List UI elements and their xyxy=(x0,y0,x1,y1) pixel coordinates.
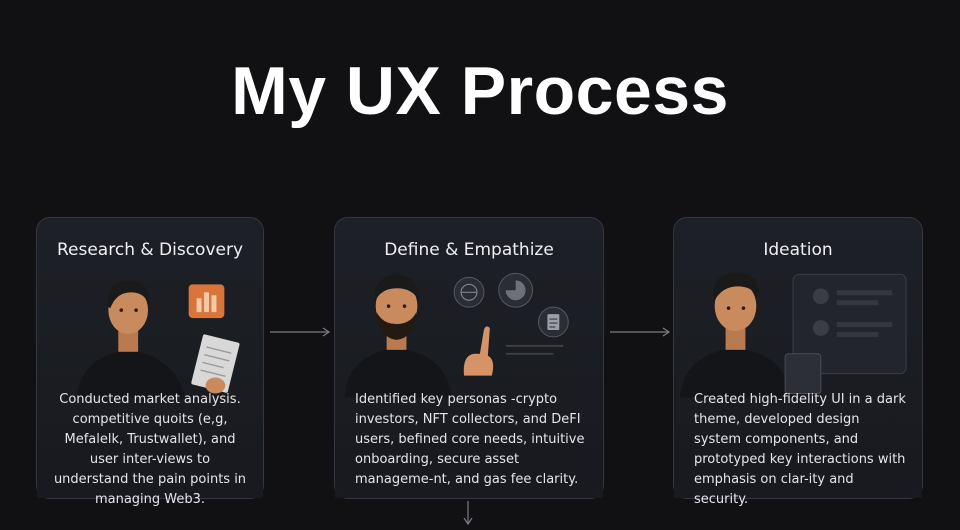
step-description: Conducted market analysis. competitive q… xyxy=(53,392,247,507)
step-description: Created high-fidelity UI in a dark theme… xyxy=(694,392,906,507)
globe-icon xyxy=(453,276,485,308)
step-card-ideation: Ideation Created high-fidelity UI in a d… xyxy=(673,217,923,507)
researcher-illustration xyxy=(76,280,240,398)
bar-chart-icon xyxy=(188,284,225,319)
persona-illustration xyxy=(344,272,569,398)
step-title: Define & Empathize xyxy=(384,240,554,260)
arrow-right-icon xyxy=(610,327,671,337)
arrow-right-icon xyxy=(270,327,331,337)
step-card-research: Research & Discovery Conducted xyxy=(36,217,264,507)
chart-pie-icon xyxy=(498,272,534,308)
step-card-define: Define & Empathize xyxy=(334,217,604,499)
designer-illustration xyxy=(679,272,907,398)
step-title: Research & Discovery xyxy=(56,240,244,260)
arrow-down-icon xyxy=(463,501,473,526)
step-description: Identified key personas -crypto investor… xyxy=(355,392,585,487)
step-title: Ideation xyxy=(763,240,833,260)
page-title: My UX Process xyxy=(231,53,729,129)
checklist-icon xyxy=(537,306,569,338)
